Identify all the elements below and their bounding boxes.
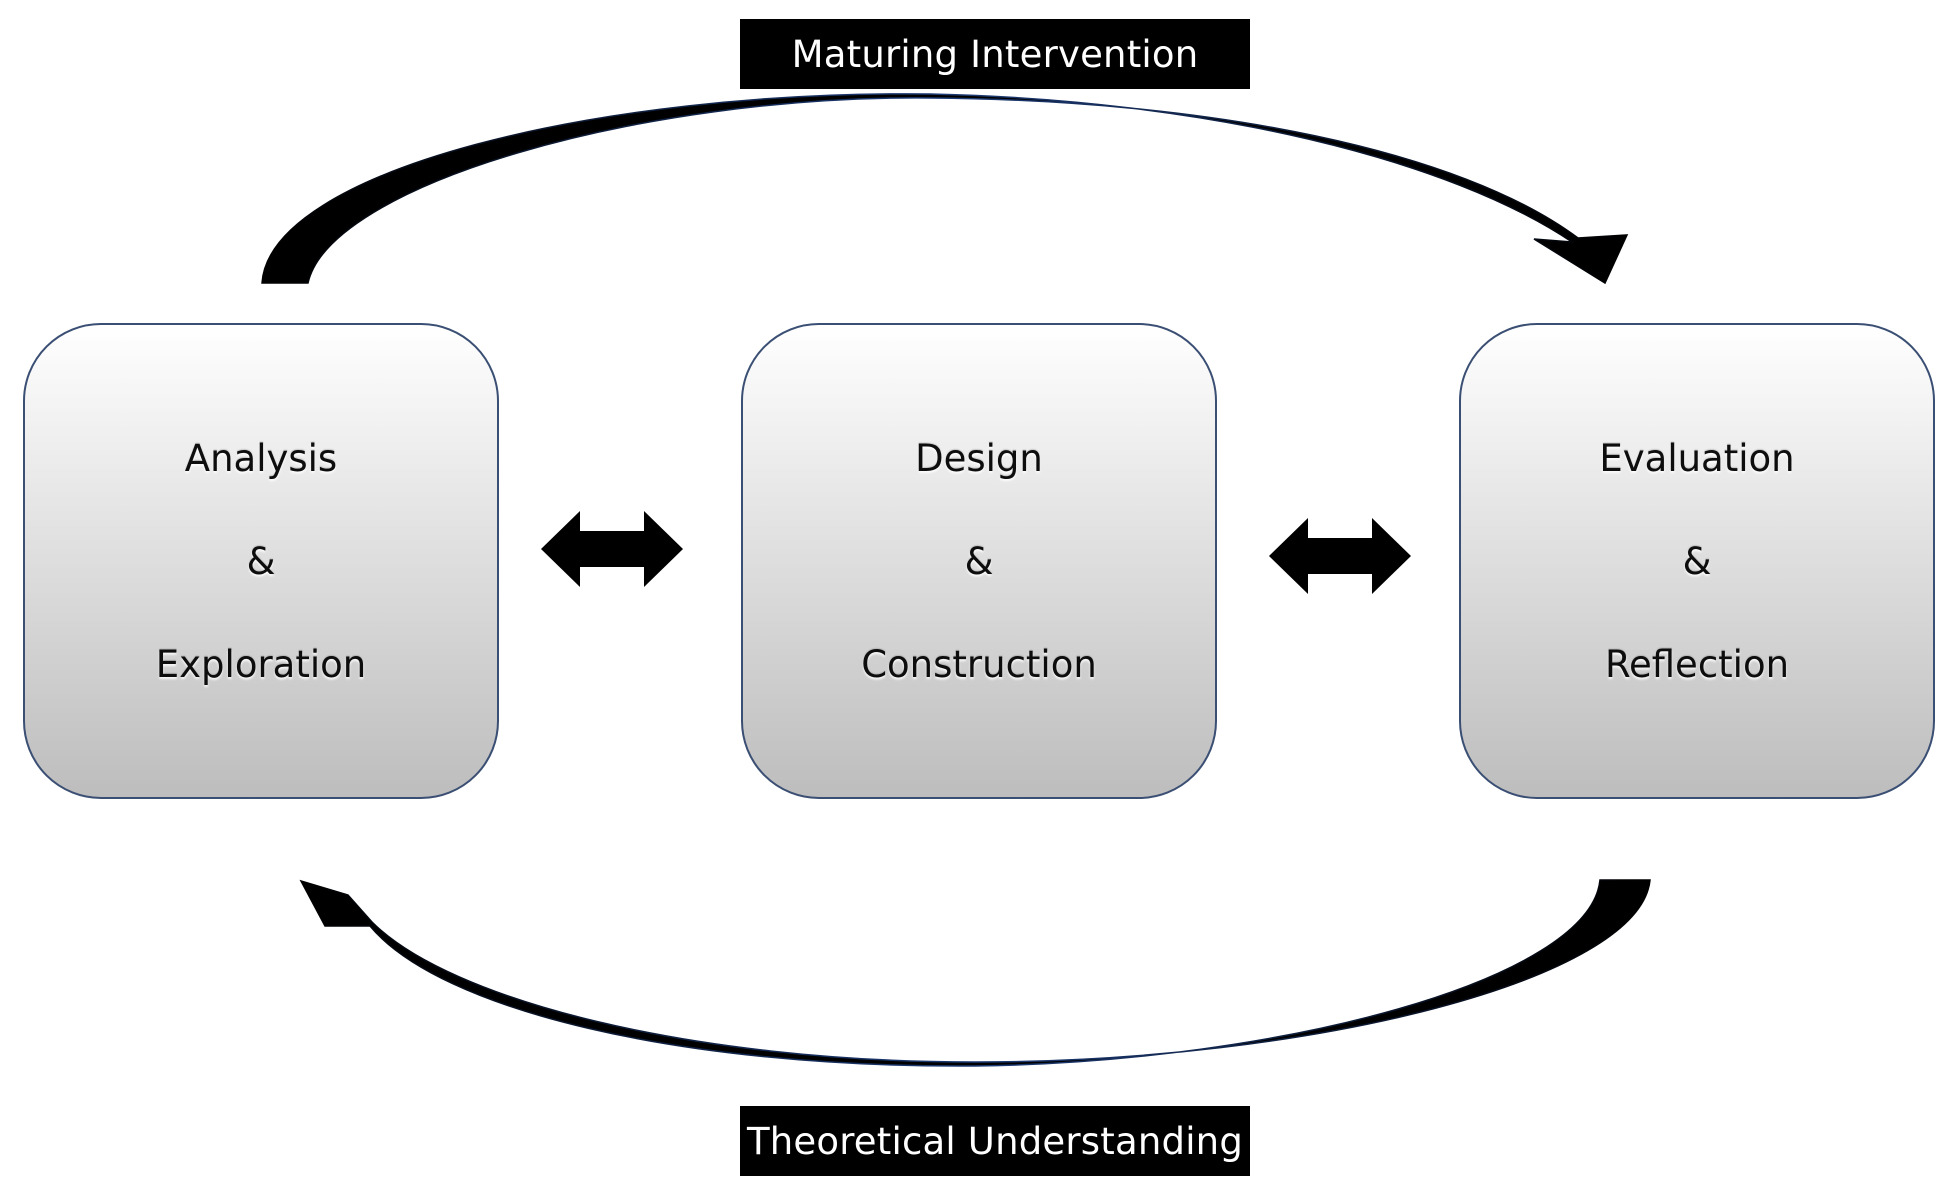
stage-design-line2: & bbox=[964, 539, 994, 583]
bottom-label-text: Theoretical Understanding bbox=[746, 1119, 1244, 1163]
top-label: Maturing Intervention bbox=[740, 19, 1250, 89]
stage-evaluation-line1: Evaluation bbox=[1599, 436, 1795, 480]
bottom-curved-arrow bbox=[299, 879, 1651, 1067]
stage-analysis-line1: Analysis bbox=[184, 436, 338, 480]
stage-evaluation-box: Evaluation & Reflection bbox=[1459, 323, 1935, 799]
bottom-label: Theoretical Understanding bbox=[740, 1106, 1250, 1176]
top-label-text: Maturing Intervention bbox=[791, 32, 1199, 76]
stage-analysis-line2: & bbox=[246, 539, 276, 583]
stage-analysis-box: Analysis & Exploration bbox=[23, 323, 499, 799]
stage-design-box: Design & Construction bbox=[741, 323, 1217, 799]
stage-analysis-line3: Exploration bbox=[155, 642, 367, 686]
stage-design-line3: Construction bbox=[861, 642, 1097, 686]
double-arrow-left bbox=[541, 511, 683, 587]
top-curved-arrow bbox=[261, 93, 1629, 285]
stage-evaluation-line3: Reflection bbox=[1604, 642, 1790, 686]
stage-design-line1: Design bbox=[915, 436, 1043, 480]
double-arrow-right bbox=[1269, 518, 1411, 594]
stage-evaluation-line2: & bbox=[1682, 539, 1712, 583]
